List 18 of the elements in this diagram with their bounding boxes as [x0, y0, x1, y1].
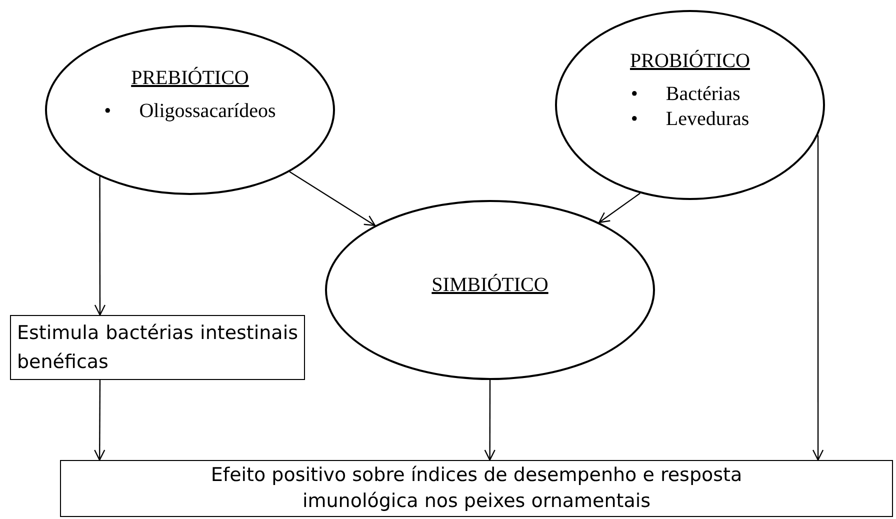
- bullet-marker: •: [630, 108, 638, 131]
- list-item: Oligossacarídeos: [139, 100, 276, 123]
- list-item: Bactérias: [666, 83, 742, 106]
- node-heading: PREBIÓTICO: [131, 67, 249, 90]
- arrow: [94, 176, 106, 316]
- arrow: [598, 192, 640, 224]
- list-item: Leveduras: [666, 108, 750, 131]
- process-box: [10, 315, 305, 380]
- bullet-marker: •: [630, 83, 638, 106]
- node-text: Efeito positivo sobre índices de desempenho e resposta imunológica nos peixes ornamentais: [210, 462, 744, 514]
- node-text: Estimula bactérias intestinais benéficas: [16, 321, 299, 374]
- node-heading: SIMBIÓTICO: [432, 274, 548, 296]
- node-heading: PROBIÓTICO: [630, 50, 750, 73]
- process-box: [60, 460, 893, 517]
- bullet-marker: •: [104, 100, 112, 123]
- arrow: [484, 380, 496, 461]
- arrow: [94, 380, 106, 461]
- arrow: [289, 171, 376, 226]
